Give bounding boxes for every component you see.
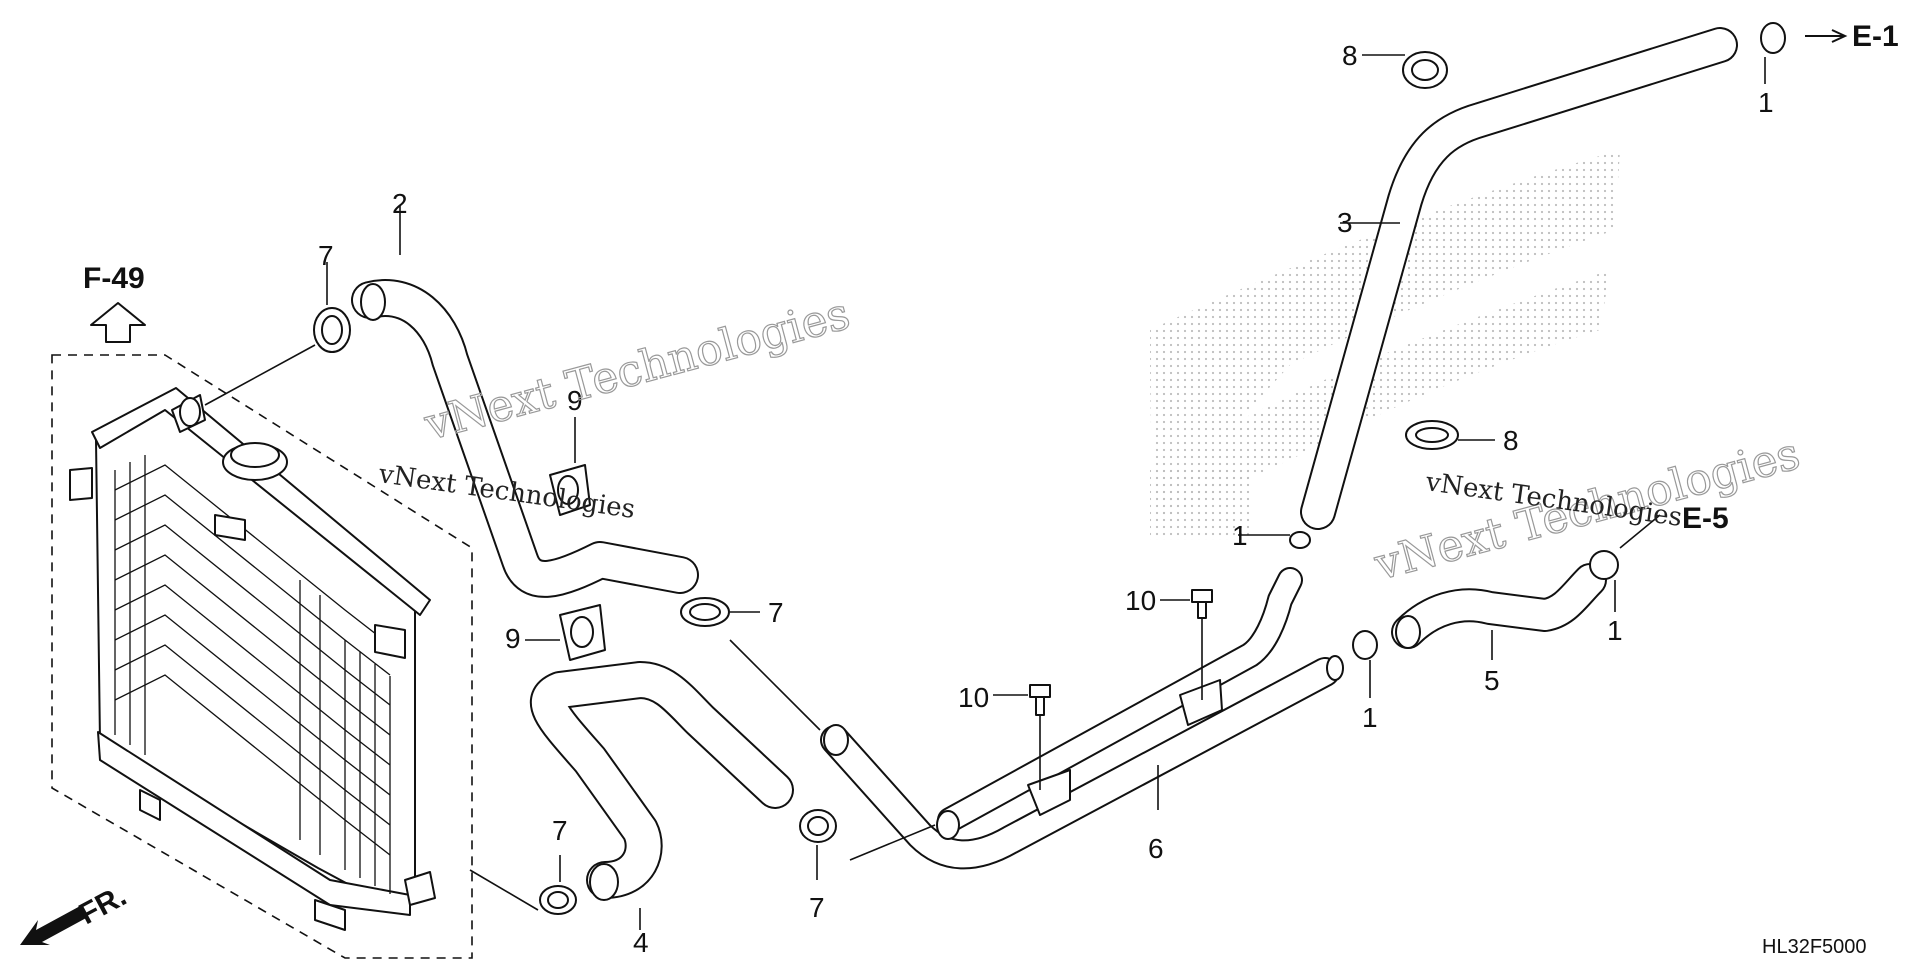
e5-label: E-5 (1682, 502, 1729, 535)
f49-label: F-49 (83, 262, 145, 295)
callout-9-bottom: 9 (505, 623, 521, 654)
callout-7-mid: 7 (768, 597, 784, 628)
hose-2 (351, 279, 699, 598)
pipe-assembly-6 (820, 567, 1344, 870)
callout-labels: 2 7 9 9 7 7 4 7 8 3 1 8 1 10 10 6 1 5 1 (318, 40, 1774, 958)
callout-6: 6 (1148, 833, 1164, 864)
clamp-1-hose5-end (1589, 550, 1619, 580)
callout-3: 3 (1337, 207, 1353, 238)
hose-4 (529, 661, 794, 901)
callout-7-top: 7 (318, 240, 334, 271)
radiator (69, 387, 436, 931)
wing-watermark (1150, 150, 1620, 540)
callout-4: 4 (633, 927, 649, 958)
bolt-10-right (1191, 589, 1213, 619)
hose-5 (1391, 563, 1607, 649)
e1-label: E-1 (1852, 20, 1899, 53)
callout-8-mid: 8 (1503, 425, 1519, 456)
clamp-7-mid (680, 597, 730, 627)
clamp-9-bottom (559, 604, 606, 661)
callout-9-top: 9 (567, 385, 583, 416)
clamp-7-top (313, 307, 351, 353)
callout-1-hose5: 1 (1607, 615, 1623, 646)
svg-text:vNext Technologies: vNext Technologies (419, 288, 855, 451)
callout-7-bottom-mid: 7 (809, 892, 825, 923)
clamp-8-mid (1405, 420, 1459, 450)
callout-7-bottom-left: 7 (552, 815, 568, 846)
callout-2: 2 (392, 188, 408, 219)
e1-arrow (1805, 29, 1848, 43)
clamp-1-hose3-end (1289, 531, 1311, 549)
clamp-7-bottom-mid (799, 809, 837, 843)
clamp-7-bottom-left (539, 885, 577, 915)
callout-1-hose3: 1 (1232, 520, 1248, 551)
hose-3 (1300, 27, 1738, 530)
radiator-boundary (51, 354, 473, 959)
fr-label: FR. (74, 879, 132, 931)
f49-reference: F-49 (83, 262, 146, 343)
clamp-1-top-right (1760, 22, 1786, 54)
callout-1-top-right: 1 (1758, 87, 1774, 118)
part-code: HL32F5000 (1762, 936, 1867, 958)
callout-10-left: 10 (958, 682, 989, 713)
clamp-9-top (549, 464, 591, 516)
callout-1-pipe: 1 (1362, 702, 1378, 733)
callout-5: 5 (1484, 665, 1500, 696)
clamp-1-pipe-end (1352, 630, 1378, 660)
front-direction-indicator: FR. (20, 879, 132, 945)
callout-8-top: 8 (1342, 40, 1358, 71)
callout-10-right: 10 (1125, 585, 1156, 616)
clamp-8-top (1402, 51, 1448, 89)
leader-lines (204, 35, 1845, 930)
bolt-10-left (1029, 684, 1051, 716)
